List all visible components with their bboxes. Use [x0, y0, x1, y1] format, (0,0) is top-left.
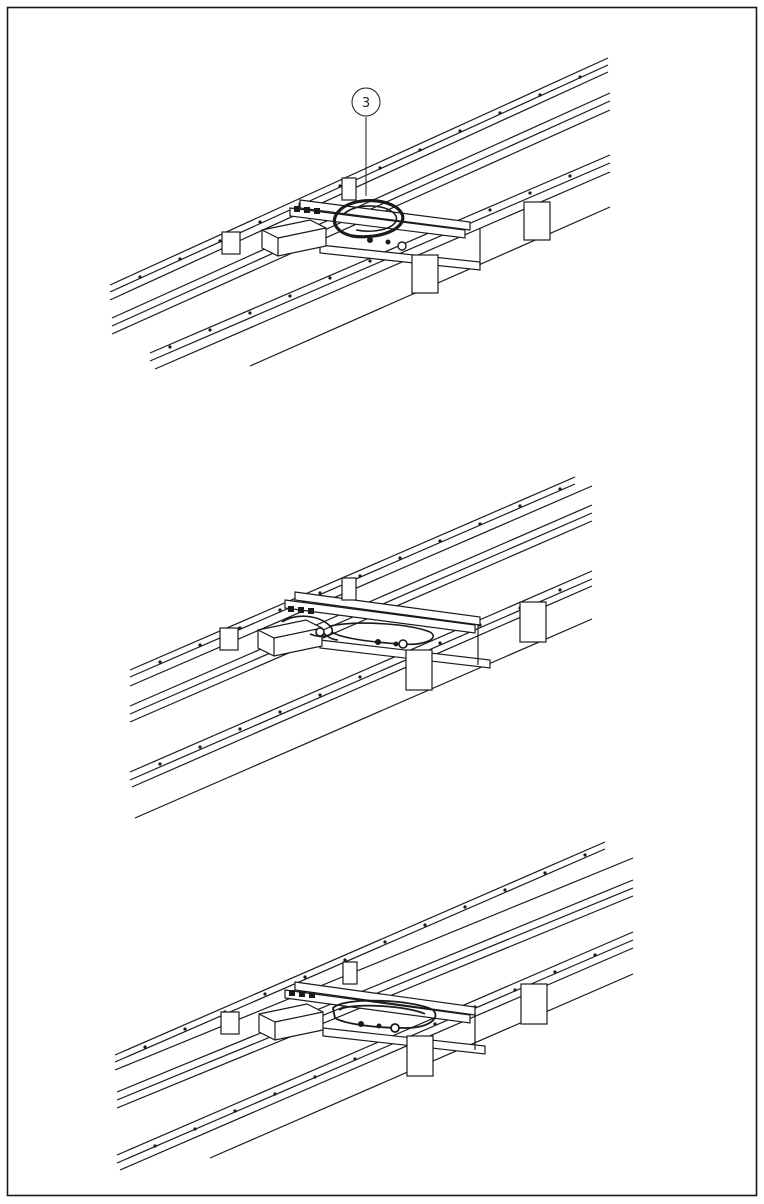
cross-frame — [219, 577, 547, 691]
connectors — [294, 206, 391, 245]
callout-bubble — [351, 87, 381, 117]
rail-studs — [138, 75, 582, 349]
callout-3: 3 — [351, 87, 381, 196]
cable-loop — [332, 999, 437, 1033]
rail-studs — [143, 853, 597, 1148]
step-2-illustration — [129, 476, 593, 819]
sheet-border — [6, 6, 758, 1197]
hoist-box — [261, 219, 327, 257]
hoist-box — [257, 619, 323, 657]
rail-studs — [158, 487, 562, 766]
step-1-illustration: 3 — [109, 57, 611, 370]
hoist-box — [258, 1003, 324, 1041]
cable-loop — [332, 199, 407, 251]
step-3-illustration — [114, 841, 634, 1171]
callout-number: 3 — [362, 96, 370, 111]
cable-loop — [281, 615, 434, 649]
